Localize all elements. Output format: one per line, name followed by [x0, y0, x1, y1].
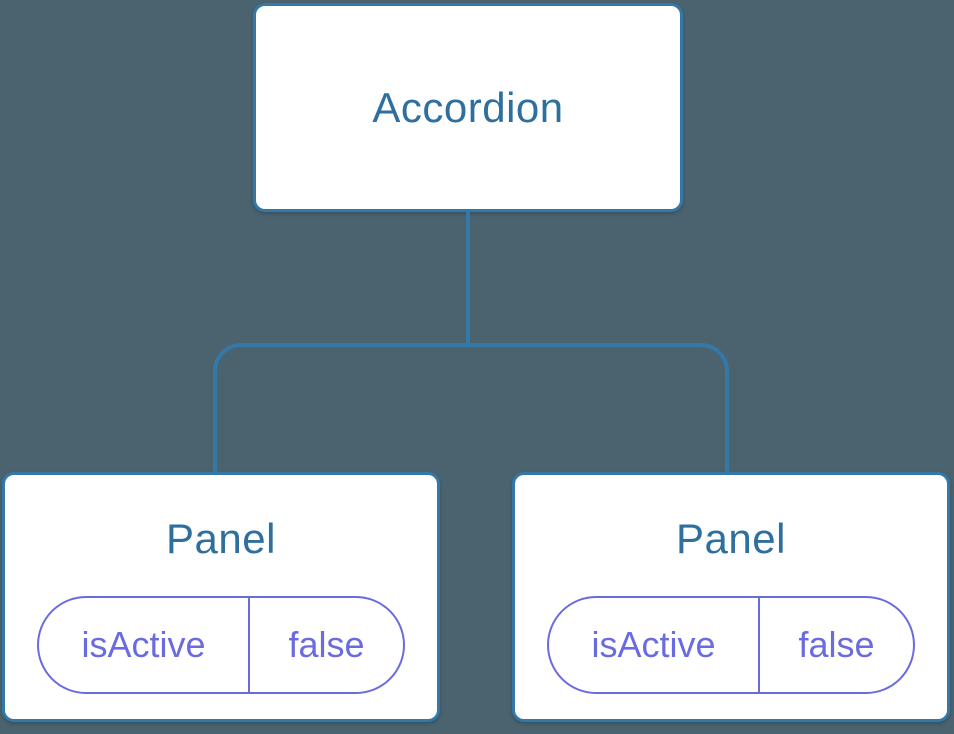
panel-node-title: Panel: [166, 515, 276, 562]
tree-node-accordion: Accordion: [253, 3, 683, 212]
state-value-label: false: [288, 624, 365, 665]
panel-node-title: Panel: [676, 515, 786, 562]
accordion-node-title: Accordion: [372, 83, 564, 131]
connector-stem-line: [466, 210, 470, 347]
tree-node-panel-right: Panel isActive false: [512, 472, 950, 722]
tree-node-panel-left: Panel isActive false: [2, 472, 440, 722]
connector-branch-line: [213, 343, 729, 473]
state-pill: isActive false: [547, 596, 915, 694]
state-key-label: isActive: [39, 598, 251, 692]
state-key-label: isActive: [549, 598, 761, 692]
state-value-label: false: [798, 624, 875, 665]
state-pill: isActive false: [37, 596, 405, 694]
